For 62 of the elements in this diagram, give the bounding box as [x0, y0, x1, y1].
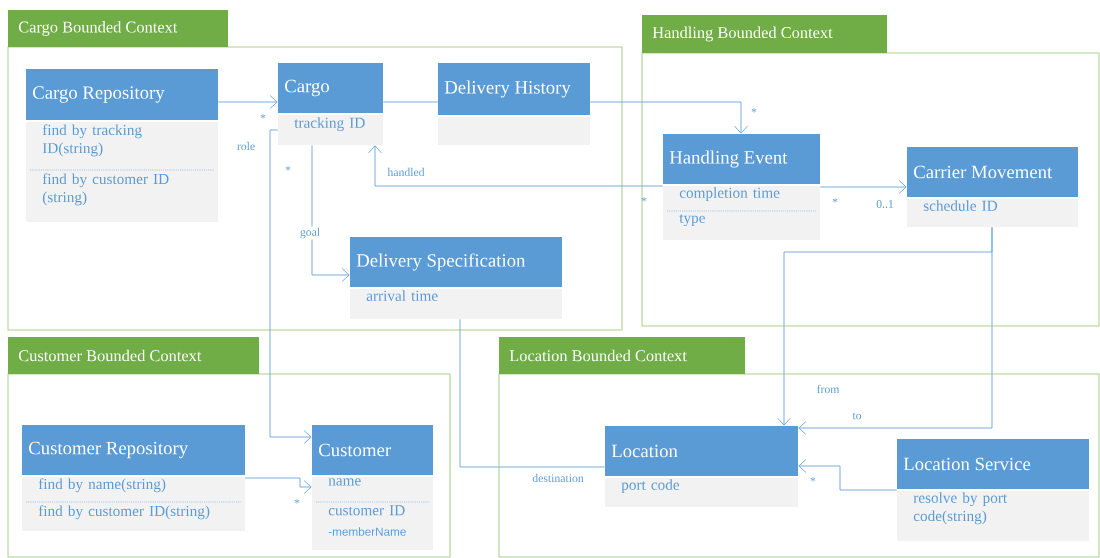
connector [368, 145, 664, 187]
context-tab: Location Bounded Context [499, 337, 745, 374]
attribute-text: schedule ID [923, 200, 998, 211]
class-box [605, 426, 798, 507]
class-box [897, 439, 1089, 541]
class-name: Location [611, 444, 678, 458]
attribute-text: resolve by port code(string) [913, 492, 1008, 525]
connector [819, 180, 907, 194]
class-box [350, 237, 562, 319]
attribute-text: customer ID [328, 505, 405, 516]
context-tab: Cargo Bounded Context [8, 10, 228, 47]
multiplicity: 0..1 [876, 200, 894, 208]
class-box [278, 63, 383, 145]
class-name: Handling Event [669, 150, 788, 168]
multiplicity: * [832, 198, 838, 203]
edge-label: from [815, 383, 841, 395]
class-name: Location Service [903, 457, 1031, 471]
connector [459, 318, 606, 468]
attribute-text: find by customer ID (string) [42, 173, 169, 206]
attribute-text: port code [621, 479, 680, 494]
class-box [26, 69, 218, 222]
multiplicity: * [751, 108, 757, 113]
edge-label: role [235, 140, 257, 152]
multiplicity: * [260, 114, 266, 119]
connector [798, 459, 898, 491]
attribute-text: arrival time [366, 290, 438, 301]
class-name: Delivery Specification [356, 253, 526, 271]
multiplicity: * [641, 197, 647, 202]
attribute-text: name [328, 478, 361, 486]
class-name: Customer [319, 443, 391, 457]
multiplicity: * [810, 477, 816, 482]
edge-label: to [851, 411, 863, 421]
edge-label: handled [386, 166, 426, 178]
edge-label: goal [298, 226, 322, 240]
class-box [438, 63, 590, 145]
multiplicity: * [294, 499, 300, 504]
class-box [663, 134, 820, 240]
attribute-text: -memberName [328, 527, 406, 536]
attribute-text: find by tracking ID(string) [42, 124, 142, 157]
connector [244, 477, 312, 494]
class-box [22, 425, 245, 531]
class-box [907, 147, 1078, 227]
connector [269, 129, 312, 444]
connector [311, 144, 350, 282]
attribute-text: tracking ID [294, 117, 365, 132]
context-tab: Customer Bounded Context [8, 337, 259, 374]
connector [589, 101, 748, 134]
attribute-text: find by customer ID(string) [38, 505, 210, 520]
context-tab: Handling Bounded Context [642, 15, 887, 53]
multiplicity: * [285, 166, 291, 171]
class-name: Delivery History [444, 80, 571, 98]
attribute-text: type [679, 214, 705, 227]
attribute-text: completion time [679, 187, 780, 202]
connector [382, 101, 439, 103]
class-name: Carrier Movement [914, 165, 1053, 179]
class-name: Cargo Repository [33, 86, 165, 103]
edge-label: destination [531, 472, 585, 484]
class-name: Customer Repository [29, 441, 188, 459]
class-box [312, 425, 433, 550]
class-name: Cargo [285, 79, 329, 97]
connector [217, 95, 278, 109]
attribute-text: find by name(string) [38, 478, 166, 493]
